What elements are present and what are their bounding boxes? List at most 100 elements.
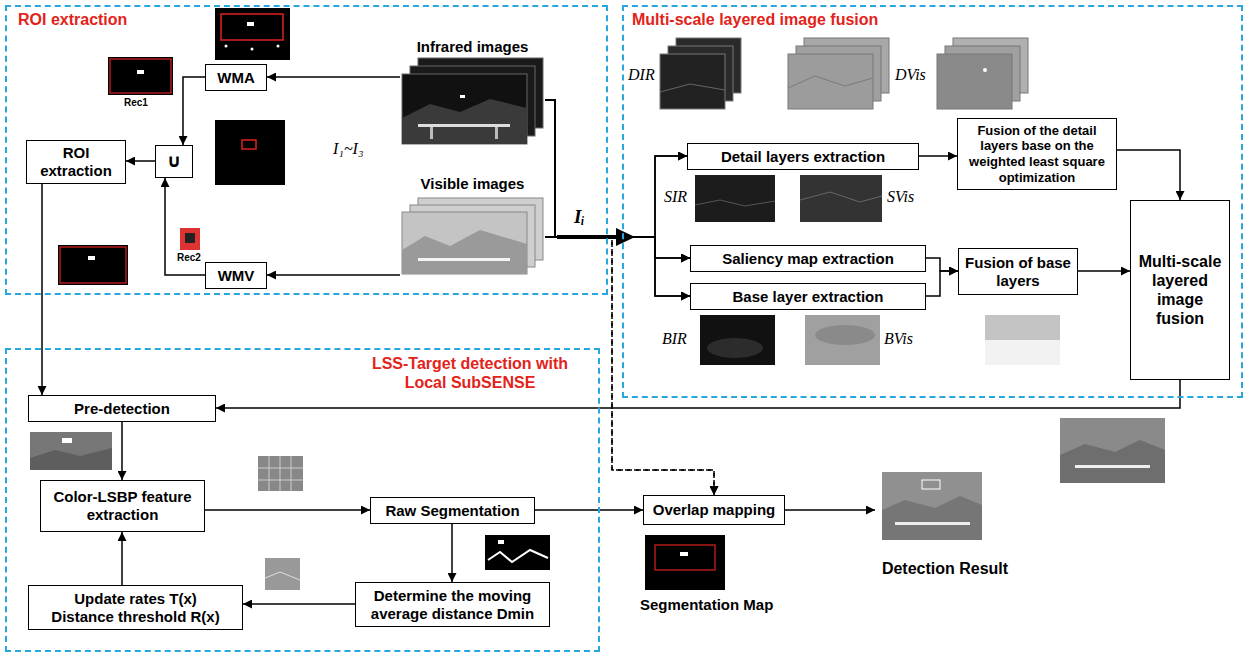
connector xyxy=(267,76,400,78)
dot xyxy=(277,45,280,48)
infrared-frame xyxy=(402,74,527,144)
base-image xyxy=(700,315,775,365)
dashed-region: ROI extractionWMAWMV∪ROI extractionInfra… xyxy=(5,5,608,295)
process-box: Overlap mapping xyxy=(643,495,785,525)
connector xyxy=(785,509,875,511)
fused-result xyxy=(1060,418,1165,483)
region-title: ROI extraction xyxy=(18,10,158,29)
region-title: LSS-Target detection with Local SubSENSE xyxy=(350,354,590,392)
bridge xyxy=(1075,465,1150,468)
node-label: ∪ xyxy=(167,151,182,173)
mountains xyxy=(402,230,527,274)
connector xyxy=(267,274,400,276)
process-box: Multi-scale layered image fusion xyxy=(1130,200,1230,380)
target xyxy=(88,256,95,260)
edge-detail xyxy=(695,200,775,206)
node-label: Distance threshold R(x) xyxy=(51,608,219,626)
label: DVis xyxy=(895,66,926,84)
node-label: Overlap mapping xyxy=(653,501,776,519)
connector xyxy=(183,77,205,145)
segmentation-image xyxy=(485,535,550,570)
union-box: ∪ xyxy=(155,145,193,178)
image-stack: Infrared images xyxy=(400,38,545,153)
connector xyxy=(243,603,355,605)
roi-rect xyxy=(110,59,171,93)
roi-rect xyxy=(60,247,126,283)
saliency-image xyxy=(800,175,882,222)
node-label: Raw Segmentation xyxy=(385,502,519,520)
distance-image xyxy=(265,558,300,590)
process-box: Fusion of base layers xyxy=(958,248,1078,295)
connector xyxy=(545,237,690,296)
connector xyxy=(216,380,1180,408)
connector xyxy=(545,100,690,258)
detail-image xyxy=(788,54,873,109)
edge-detail xyxy=(660,84,725,92)
node-label: Multi-scale layered image fusion xyxy=(1137,252,1223,329)
connector xyxy=(451,524,453,582)
target xyxy=(62,438,72,443)
process-box: Pre-detection xyxy=(28,395,216,422)
mountains xyxy=(1060,440,1165,483)
thumbnail xyxy=(58,245,128,285)
detection-box xyxy=(922,480,940,489)
label: BIR xyxy=(662,330,687,348)
label: Rec2 xyxy=(177,252,201,263)
label: Rec1 xyxy=(124,97,148,108)
base-image xyxy=(805,315,880,365)
process-box: Determine the moving average distance Dm… xyxy=(355,582,550,627)
connector xyxy=(545,100,687,237)
detail-image xyxy=(660,54,725,109)
node-label: Fusion of base layers xyxy=(965,254,1071,290)
target xyxy=(247,22,254,26)
process-box: Fusion of the detail layers base on the … xyxy=(957,118,1117,190)
bridge xyxy=(418,258,510,261)
edge-detail xyxy=(265,572,300,580)
node-label: ROI extraction xyxy=(33,144,119,180)
connector xyxy=(535,509,643,511)
label: SIR xyxy=(664,188,687,206)
roi-rect xyxy=(221,14,283,40)
thumbnail xyxy=(180,228,200,250)
label: DIR xyxy=(628,66,655,84)
connector xyxy=(545,100,690,296)
connector xyxy=(205,509,370,511)
label: BVis xyxy=(884,330,913,348)
node-label: Saliency map extraction xyxy=(722,250,894,268)
visible-frame xyxy=(402,212,527,274)
node-label: Color-LSBP feature extraction xyxy=(47,488,198,524)
foreground xyxy=(498,540,504,544)
bridge xyxy=(430,127,433,139)
region-title: Multi-scale layered image fusion xyxy=(632,10,932,29)
process-box: WMA xyxy=(205,64,267,91)
foreground xyxy=(488,550,548,562)
thumbnail xyxy=(215,120,285,185)
connector xyxy=(919,155,957,157)
connector xyxy=(545,237,690,258)
node-label: Determine the moving average distance Dm… xyxy=(362,587,543,623)
thumbnail xyxy=(108,57,173,95)
edge-detail xyxy=(788,76,873,88)
lsbp-grid xyxy=(258,456,303,491)
process-box: WMV xyxy=(205,262,267,289)
node-label: Detection Result xyxy=(882,560,1008,578)
connector xyxy=(126,160,155,162)
segmentation-map xyxy=(645,535,725,590)
label: SVis xyxy=(887,188,914,206)
label: Iᵢ xyxy=(574,206,585,228)
dashed-region: Multi-scale layered image fusionDetail l… xyxy=(622,5,1243,398)
connector xyxy=(165,178,205,275)
bridge xyxy=(418,124,510,127)
node-label: Infrared images xyxy=(400,38,545,56)
connector xyxy=(545,237,714,495)
process-box: ROI extraction xyxy=(26,140,126,184)
blur xyxy=(707,338,763,358)
node-label: Visible images xyxy=(400,175,545,193)
target xyxy=(137,70,144,74)
connector xyxy=(41,184,43,395)
target xyxy=(460,95,465,98)
pre-image xyxy=(30,432,112,470)
node-label: Detail layers extraction xyxy=(721,148,885,166)
result-image: Detection Result xyxy=(875,468,1015,580)
